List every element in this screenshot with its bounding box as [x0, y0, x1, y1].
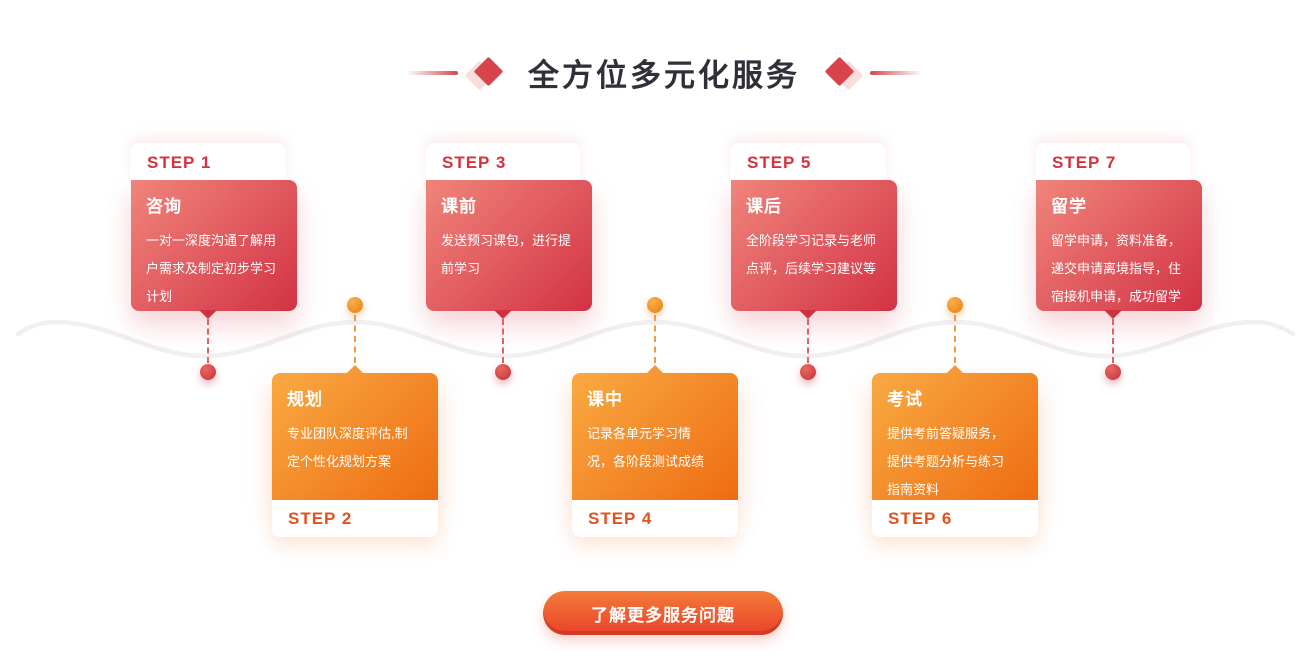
connector-dashed-line — [954, 315, 956, 363]
title-divider-line — [406, 70, 458, 75]
step-title: 考试 — [887, 390, 923, 409]
step-card-3: STEP 3 课前 发送预习课包，进行提前学习 — [426, 143, 592, 380]
step-title: 咨询 — [146, 197, 182, 216]
step-card-1: STEP 1 咨询 一对一深度沟通了解用户需求及制定初步学习计划 — [131, 143, 297, 380]
step-title: 课前 — [441, 197, 477, 216]
step-label: STEP 3 — [426, 143, 580, 180]
step-description: 提供考前答疑服务，提供考题分析与练习指南资料 — [887, 426, 1005, 497]
step-description: 记录各单元学习情况，各阶段测试成绩 — [587, 426, 705, 469]
connector-dashed-line — [654, 315, 656, 363]
diamond-icon — [824, 56, 864, 90]
card-pointer — [1104, 310, 1122, 319]
timeline-dot — [647, 297, 663, 313]
cta-button[interactable]: 了解更多服务问题 — [543, 591, 783, 635]
card-pointer — [494, 310, 512, 319]
step-description: 留学申请，资料准备，递交申请离境指导，住宿接机申请，成功留学 — [1051, 233, 1182, 304]
timeline-dot — [495, 364, 511, 380]
timeline-dot — [347, 297, 363, 313]
step-card-7: STEP 7 留学 留学申请，资料准备，递交申请离境指导，住宿接机申请，成功留学 — [1036, 143, 1202, 380]
step-description: 全阶段学习记录与老师点评，后续学习建议等 — [746, 233, 877, 276]
card-pointer — [946, 365, 964, 374]
page-title: 全方位多元化服务 — [528, 58, 800, 93]
timeline-dot — [947, 297, 963, 313]
timeline-dot — [200, 364, 216, 380]
step-title: 留学 — [1051, 197, 1087, 216]
timeline-dot — [1105, 364, 1121, 380]
title-left-decoration — [406, 56, 504, 90]
title-divider-line — [870, 70, 922, 75]
step-description: 发送预习课包，进行提前学习 — [441, 233, 572, 276]
timeline-dot — [800, 364, 816, 380]
step-description: 一对一深度沟通了解用户需求及制定初步学习计划 — [146, 233, 277, 304]
step-title: 课后 — [746, 197, 782, 216]
card-pointer — [799, 310, 817, 319]
card-pointer — [199, 310, 217, 319]
diamond-icon — [464, 56, 504, 90]
card-pointer — [346, 365, 364, 374]
step-label: STEP 6 — [872, 500, 1038, 537]
step-label: STEP 5 — [731, 143, 885, 180]
title-right-decoration — [824, 56, 922, 90]
step-card-5: STEP 5 课后 全阶段学习记录与老师点评，后续学习建议等 — [731, 143, 897, 380]
step-label: STEP 1 — [131, 143, 285, 180]
step-title: 规划 — [287, 390, 323, 409]
card-pointer — [646, 365, 664, 374]
connector-dashed-line — [1112, 319, 1114, 363]
step-label: STEP 2 — [272, 500, 438, 537]
step-title: 课中 — [587, 390, 623, 409]
connector-dashed-line — [502, 319, 504, 363]
step-label: STEP 4 — [572, 500, 738, 537]
connector-dashed-line — [807, 319, 809, 363]
connector-dashed-line — [354, 315, 356, 363]
step-label: STEP 7 — [1036, 143, 1190, 180]
connector-dashed-line — [207, 319, 209, 363]
section-header: 全方位多元化服务 — [406, 50, 922, 95]
step-description: 专业团队深度评估,制定个性化规划方案 — [287, 426, 408, 469]
